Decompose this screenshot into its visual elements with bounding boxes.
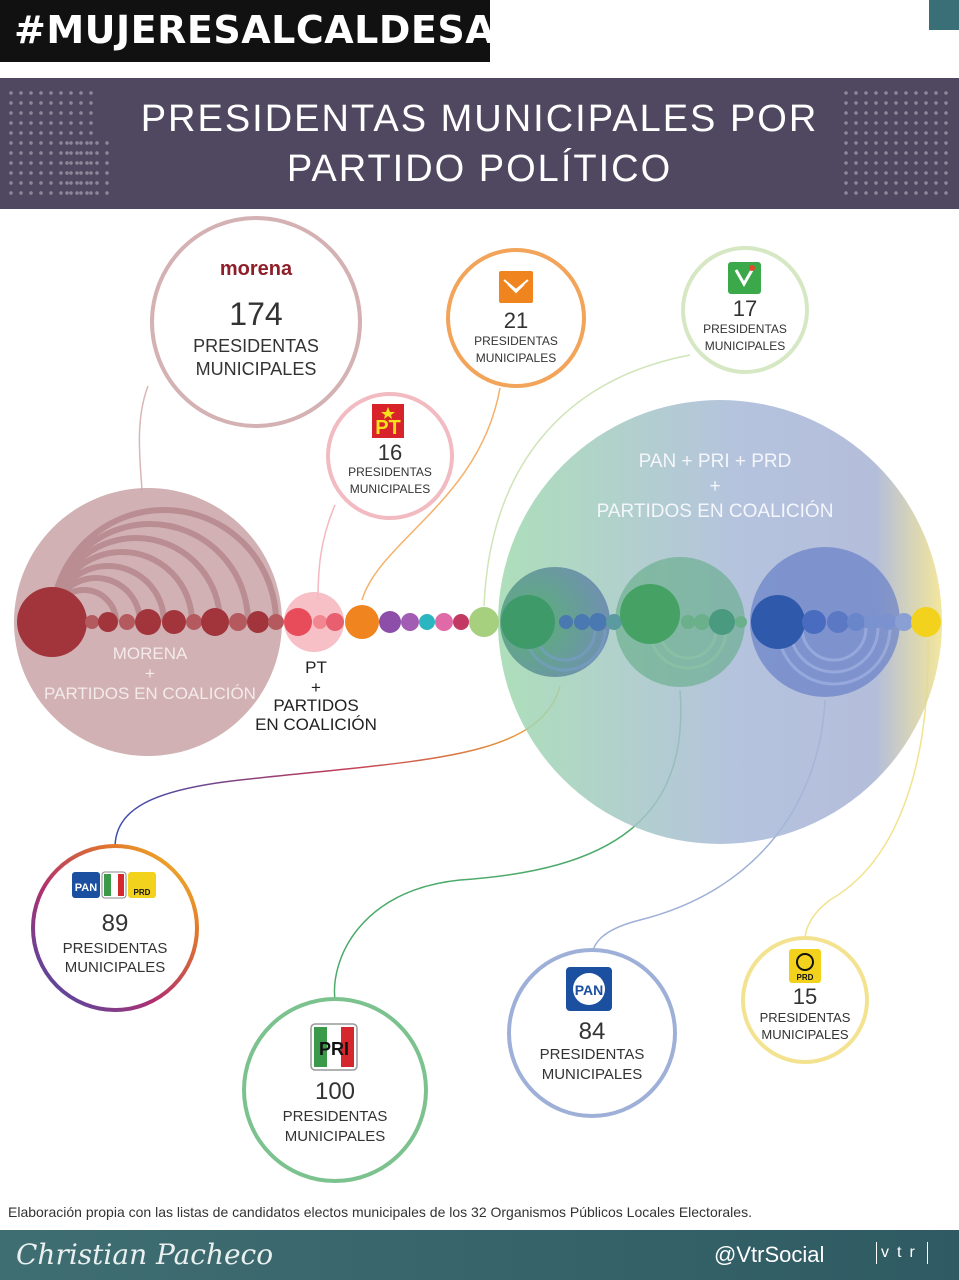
- pt-label-1: PRESIDENTAS: [348, 465, 432, 479]
- dot-pattern-right: [841, 88, 951, 198]
- connector-morena: [138, 385, 149, 491]
- pt-coalition-label-4: EN COALICIÓN: [255, 715, 377, 734]
- verde-callout-circle: [681, 246, 809, 374]
- morena-label-2: MUNICIPALES: [195, 359, 317, 379]
- morena-logo-icon: morena: [219, 258, 293, 280]
- pan-label-1: PRESIDENTAS: [539, 1046, 645, 1063]
- morena-arcs: [49, 507, 279, 623]
- prd-label-2: MUNICIPALES: [761, 1027, 849, 1042]
- mc-label-2: MUNICIPALES: [475, 351, 557, 365]
- verde-label-2: MUNICIPALES: [704, 339, 786, 353]
- mc-label-1: PRESIDENTAS: [474, 334, 558, 348]
- verde-count: 17: [732, 296, 758, 321]
- hashtag-banner: #MUJERESALCALDESAS: [0, 0, 522, 62]
- social-handle[interactable]: @VtrSocial: [714, 1242, 825, 1267]
- pt-label-2: MUNICIPALES: [349, 482, 431, 496]
- svg-text:PT: PT: [375, 417, 401, 439]
- pan-logo-icon: PAN: [566, 967, 612, 1011]
- morena-label-1: PRESIDENTAS: [193, 336, 319, 356]
- source-footnote: Elaboración propia con las listas de can…: [8, 1204, 752, 1220]
- dot-morena-big: [17, 587, 87, 657]
- brand-logo: vtr: [876, 1242, 928, 1264]
- prd-label-1: PRESIDENTAS: [759, 1010, 851, 1025]
- connector-pt: [317, 504, 336, 601]
- prd-logo-icon: PRD: [789, 949, 821, 983]
- pt-callout-circle: [326, 392, 454, 520]
- connector-mc: [361, 387, 501, 601]
- pan-coalition-label-1: PAN + PRI + PRD: [638, 451, 792, 472]
- svg-text:PAN: PAN: [75, 882, 97, 894]
- dot-pattern-left: [6, 88, 96, 198]
- hashtag-text: #MUJERESALCALDESAS: [14, 8, 523, 52]
- connector-coalition: [114, 685, 561, 849]
- svg-text:PRD: PRD: [134, 888, 151, 897]
- pan-pri-prd-logos-icon: PAN PRD: [72, 871, 156, 899]
- pan-label-2: MUNICIPALES: [541, 1066, 643, 1083]
- pt-coalition-label-3: PARTIDOS: [273, 696, 359, 715]
- morena-coalition-label-3: PARTIDOS EN COALICIÓN: [44, 684, 256, 703]
- svg-text:PAN: PAN: [575, 982, 604, 998]
- morena-callout-circle: [150, 216, 362, 428]
- dot-verde: [469, 607, 499, 637]
- page-title-line2: PARTIDO POLÍTICO: [286, 148, 673, 190]
- connector-verde: [483, 354, 691, 607]
- corner-accent: [929, 0, 959, 30]
- pan-pri-prd-count: 89: [101, 910, 129, 937]
- pan-count: 84: [578, 1018, 606, 1045]
- mc-logo-icon: [499, 271, 533, 303]
- dot-pan-pri-prd: [501, 595, 555, 649]
- pri-count: 100: [314, 1078, 356, 1105]
- pan-coalition-label-2: +: [709, 476, 721, 497]
- mc-count: 21: [503, 308, 529, 333]
- verde-label-1: PRESIDENTAS: [703, 322, 787, 336]
- verde-logo-icon: [728, 262, 761, 294]
- pt-coalition-label-1: PT: [305, 658, 327, 677]
- pan-coalition-label-3: PARTIDOS EN COALICIÓN: [596, 501, 834, 522]
- pri-label-2: MUNICIPALES: [284, 1128, 386, 1145]
- pan-pri-prd-label-2: MUNICIPALES: [64, 959, 166, 976]
- pt-logo-icon: PT: [372, 404, 404, 439]
- title-banner: PRESIDENTAS MUNICIPALES POR PARTIDO POLÍ…: [0, 78, 959, 209]
- pan-callout-circle: [507, 948, 677, 1118]
- dot-pattern-left-2: [62, 138, 112, 198]
- pan-pri-prd-label-1: PRESIDENTAS: [62, 940, 168, 957]
- connector-prd: [804, 639, 929, 941]
- author-signature: Christian Pacheco: [16, 1238, 274, 1271]
- morena-count: 174: [229, 296, 283, 332]
- pt-coalition-label-2: +: [311, 678, 321, 697]
- prd-callout-circle: [741, 936, 869, 1064]
- svg-text:PRD: PRD: [797, 973, 814, 982]
- prd-count: 15: [792, 984, 818, 1009]
- morena-coalition-label-2: +: [145, 664, 155, 683]
- page-title-line1: PRESIDENTAS MUNICIPALES POR: [140, 98, 819, 140]
- pri-logo-icon: PRI: [310, 1023, 358, 1071]
- dot-pan: [751, 595, 805, 649]
- pt-count: 16: [377, 440, 403, 465]
- mc-callout-circle: [446, 248, 586, 388]
- pri-callout-circle: [242, 997, 428, 1183]
- footer-bar: Christian Pacheco @VtrSocial vtr: [0, 1230, 959, 1280]
- pri-label-1: PRESIDENTAS: [282, 1108, 388, 1125]
- dot-pri: [620, 584, 680, 644]
- dot-prd: [911, 607, 941, 637]
- dot-pt: [284, 608, 312, 636]
- dot-mc: [345, 605, 379, 639]
- axis-dots: [17, 584, 941, 657]
- svg-text:PRI: PRI: [319, 1039, 349, 1059]
- morena-coalition-label-1: MORENA: [112, 644, 188, 663]
